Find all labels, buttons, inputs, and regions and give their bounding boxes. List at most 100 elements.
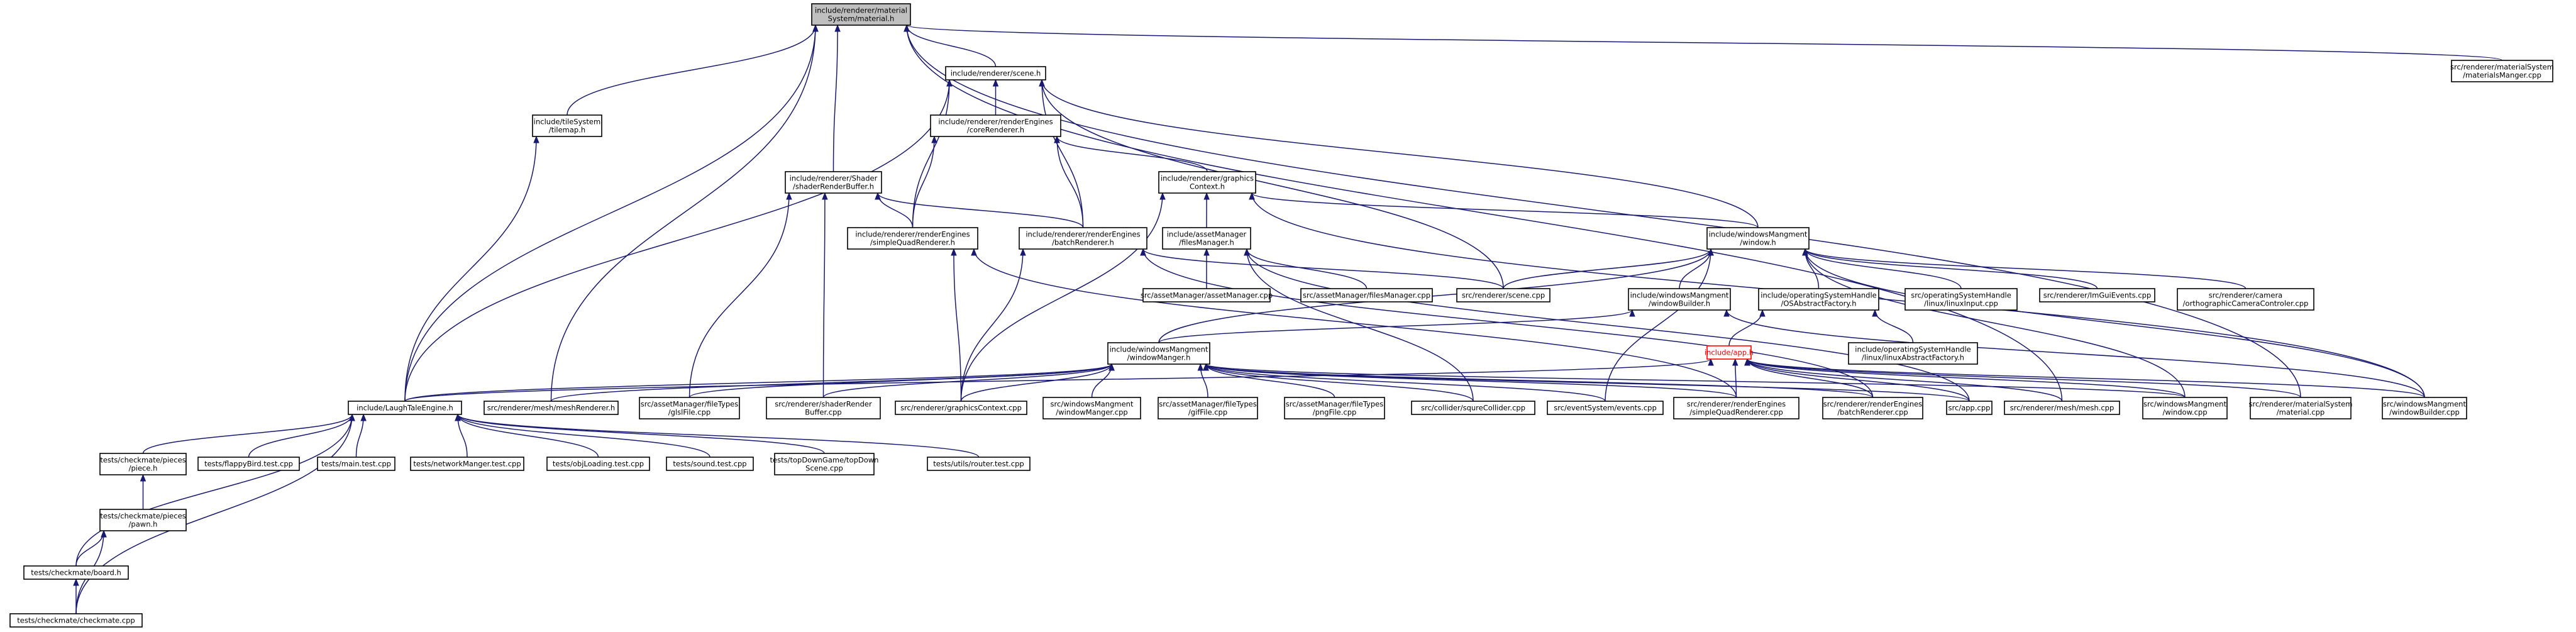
node-windowManager-h[interactable]: include/windowsMangment/windowManger.h [1107, 342, 1210, 365]
node-batchRenderer-cpp[interactable]: src/renderer/renderEngines/batchRenderer… [1822, 397, 1923, 419]
node-filesManager-cpp[interactable]: src/assetManager/filesManager.cpp [1300, 288, 1433, 302]
node-shaderRenderBuffer-h[interactable]: include/renderer/Shader/shaderRenderBuff… [785, 171, 882, 194]
edge-line [960, 248, 1024, 402]
node-main-test-cpp[interactable]: tests/main.test.cpp [317, 457, 395, 471]
node-simpleQuadRenderer-cpp[interactable]: src/renderer/renderEngines/simpleQuadRen… [1673, 397, 1799, 419]
edge-arrowhead [1629, 309, 1635, 317]
node-box [99, 509, 187, 531]
edge-line [1805, 248, 2098, 289]
node-window-cpp[interactable]: src/windowsMangment/window.cpp [2142, 397, 2228, 419]
node-OSAbstractFactory-h[interactable]: include/operatingSystemHandle/OSAbstract… [1758, 288, 1879, 311]
node-box [1158, 397, 1258, 419]
edge-line [1805, 248, 1962, 289]
dependency-edge [550, 24, 819, 402]
node-meshRenderer-h[interactable]: src/renderer/mesh/meshRenderer.h [484, 401, 619, 415]
node-board-h[interactable]: tests/checkmate/board.h [23, 565, 129, 580]
node-piece-h[interactable]: tests/checkmate/pieces/piece.h [99, 453, 187, 475]
node-box [410, 457, 524, 471]
node-ImGuiEvents-cpp[interactable]: src/renderer/ImGuiEvents.cpp [2039, 288, 2155, 302]
node-box [1904, 288, 2018, 311]
node-box [895, 401, 1027, 415]
node-box [945, 66, 1046, 80]
node-checkmate-cpp[interactable]: tests/checkmate/checkmate.cpp [9, 613, 143, 628]
node-events-cpp[interactable]: src/eventSystem/events.cpp [1547, 401, 1664, 415]
edge-line [1747, 358, 2186, 398]
node-mesh-cpp[interactable]: src/renderer/mesh/mesh.cpp [2004, 401, 2120, 415]
node-label-line: src/collider/squreCollider.cpp [1421, 404, 1525, 413]
node-linuxAbstractFactory-h[interactable]: include/operatingSystemHandle/linux/linu… [1848, 342, 1978, 365]
node-batchRenderer-h[interactable]: include/renderer/renderEngines/batchRend… [1019, 227, 1147, 250]
node-filesManager-h[interactable]: include/assetManager/filesManager.h [1162, 227, 1251, 250]
node-label-line: src/renderer/renderEngines [1823, 400, 1922, 409]
node-windowBuilder-h[interactable]: include/windowsMangment/windowBuilder.h [1628, 288, 1731, 311]
node-windowBuilder-cpp[interactable]: src/windowsMangment/windowBuilder.cpp [2382, 397, 2467, 419]
edge-line [1205, 363, 2186, 398]
node-box [2382, 397, 2467, 419]
node-pawn-h[interactable]: tests/checkmate/pieces/pawn.h [99, 509, 187, 531]
edge-line [1041, 79, 1759, 228]
node-simpleQuadRenderer-h[interactable]: include/renderer/renderEngines/simpleQua… [847, 227, 978, 250]
dependency-edge [1158, 309, 1635, 343]
node-label-line: include/operatingSystemHandle [1855, 345, 1971, 354]
edge-line [248, 414, 353, 458]
node-tilemap-h[interactable]: include/tileSystem/tilemap.h [532, 114, 602, 137]
node-scene-cpp[interactable]: src/renderer/scene.cpp [1456, 288, 1551, 302]
node-box [785, 171, 882, 194]
node-label-line: /piece.h [129, 464, 158, 473]
node-squreCollider-cpp[interactable]: src/collider/squreCollider.cpp [1411, 401, 1535, 415]
node-label-line: /tilemap.h [549, 126, 585, 135]
node-windowManger-cpp[interactable]: src/windowsMangment/windowManger.cpp [1042, 397, 1141, 419]
node-label-line: tests/main.test.cpp [321, 460, 391, 468]
node-assetManager-cpp[interactable]: src/assetManager/assetManager.cpp [1141, 288, 1273, 302]
edge-arrowhead [875, 192, 881, 200]
node-router-test-cpp[interactable]: tests/utils/router.test.cpp [927, 457, 1031, 471]
node-coreRenderer-h[interactable]: include/renderer/renderEngines/coreRende… [930, 114, 1061, 137]
edge-arrowhead [971, 248, 977, 256]
node-glsFile-cpp[interactable]: src/assetManager/fileTypes/glslFile.cpp [639, 397, 740, 419]
edge-line [1246, 248, 1970, 402]
node-objLoading-test-cpp[interactable]: tests/objLoading.test.cpp [546, 457, 650, 471]
node-material-cpp[interactable]: src/renderer/materialSystem/material.cpp [2249, 397, 2353, 419]
edge-line [75, 414, 353, 567]
node-label-line: /glslFile.cpp [668, 408, 710, 417]
node-box [847, 227, 978, 250]
node-label-line: include/renderer/material [815, 6, 907, 15]
node-gifFile-cpp[interactable]: src/assetManager/fileTypes/gifFile.cpp [1158, 397, 1258, 419]
edge-arrowhead [992, 79, 999, 87]
edge-line [567, 25, 816, 116]
node-pngFile-cpp[interactable]: src/assetManager/fileTypes/pngFile.cpp [1284, 397, 1385, 419]
node-LaughTaleEngine-h[interactable]: include/LaughTaleEngine.h [348, 401, 462, 415]
edge-arrowhead [951, 248, 957, 256]
node-box [930, 114, 1061, 137]
node-box [2039, 288, 2155, 302]
node-box [1456, 288, 1551, 302]
node-label-line: /batchRenderer.cpp [1837, 408, 1908, 417]
node-graphicsContext-h[interactable]: include/renderer/graphicsContext.h [1158, 171, 1256, 194]
node-shaderRenderBuffer-cpp[interactable]: src/renderer/shaderRenderBuffer.cpp [766, 397, 881, 419]
edge-line [1747, 358, 2301, 398]
node-material-h[interactable]: include/renderer/materialSystem/material… [811, 3, 911, 26]
node-materialsManager-cpp[interactable]: src/renderer/materialSystem/materialsMan… [2450, 60, 2554, 82]
node-window-h[interactable]: include/windowsMangment/window.h [1706, 227, 1810, 250]
node-label-line: /simpleQuadRenderer.cpp [1689, 408, 1783, 417]
node-linuxInput-cpp[interactable]: src/operatingSystemHandle/linux/linuxInp… [1904, 288, 2018, 311]
edge-line [906, 25, 2301, 398]
node-networkManger-test-cpp[interactable]: tests/networkManger.test.cpp [410, 457, 524, 471]
node-app-cpp[interactable]: src/app.cpp [1946, 401, 1993, 415]
edge-line [1158, 309, 1633, 343]
node-label-line: src/renderer/ImGuiEvents.cpp [2043, 291, 2152, 300]
node-scene-h[interactable]: include/renderer/scene.h [945, 66, 1046, 80]
node-app-h[interactable]: include/app.h [1705, 345, 1754, 360]
node-label-line: src/renderer/materialSystem [2450, 63, 2554, 72]
node-box [1284, 397, 1385, 419]
edge-arrowhead [1244, 248, 1250, 256]
node-label-line: src/assetManager/assetManager.cpp [1141, 291, 1273, 300]
node-orthographicCameraControler-cpp[interactable]: src/renderer/camera/orthographicCameraCo… [2177, 288, 2314, 311]
node-label-line: tests/sound.test.cpp [673, 460, 746, 468]
node-sound-test-cpp[interactable]: tests/sound.test.cpp [666, 457, 754, 471]
node-graphicsContext-cpp[interactable]: src/renderer/graphicsContext.cpp [895, 401, 1027, 415]
edge-line [1747, 358, 2425, 398]
node-flappyBird-test-cpp[interactable]: tests/flappyBird.test.cpp [197, 457, 300, 471]
node-box [2451, 60, 2553, 82]
